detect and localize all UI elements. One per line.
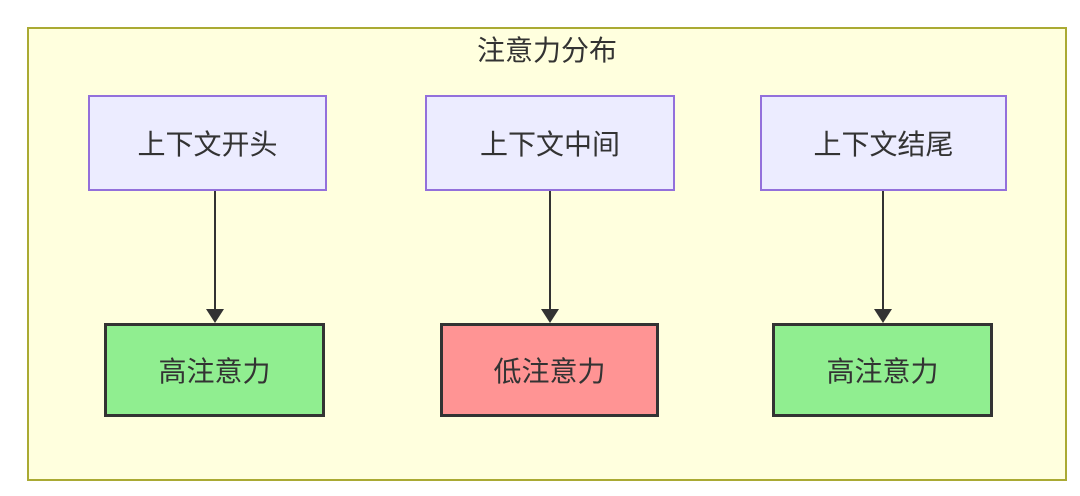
node-context-end-label: 上下文结尾	[813, 129, 954, 160]
node-context-start: 上下文开头	[88, 95, 327, 191]
node-context-end: 上下文结尾	[760, 95, 1007, 191]
node-context-middle-label: 上下文中间	[479, 129, 620, 160]
diagram-container: 注意力分布 上下文开头 上下文中间 上下文结尾 高注意力 低	[27, 27, 1067, 481]
edge-end-to-high	[874, 191, 892, 323]
node-context-middle: 上下文中间	[425, 95, 675, 191]
edge-middle-to-low	[541, 191, 559, 323]
diagram-title: 注意力分布	[476, 35, 617, 66]
arrowhead-down-icon	[206, 309, 224, 323]
arrowhead-down-icon	[541, 309, 559, 323]
node-attention-start-label: 高注意力	[158, 356, 271, 387]
edge-line	[882, 191, 884, 311]
node-attention-end: 高注意力	[772, 323, 993, 417]
edge-line	[549, 191, 551, 311]
node-attention-middle-label: 低注意力	[493, 356, 606, 387]
node-attention-start: 高注意力	[104, 323, 325, 417]
edge-line	[214, 191, 216, 311]
node-attention-end-label: 高注意力	[826, 356, 939, 387]
edge-start-to-high	[206, 191, 224, 323]
node-attention-middle: 低注意力	[440, 323, 659, 417]
node-context-start-label: 上下文开头	[137, 129, 278, 160]
arrowhead-down-icon	[874, 309, 892, 323]
